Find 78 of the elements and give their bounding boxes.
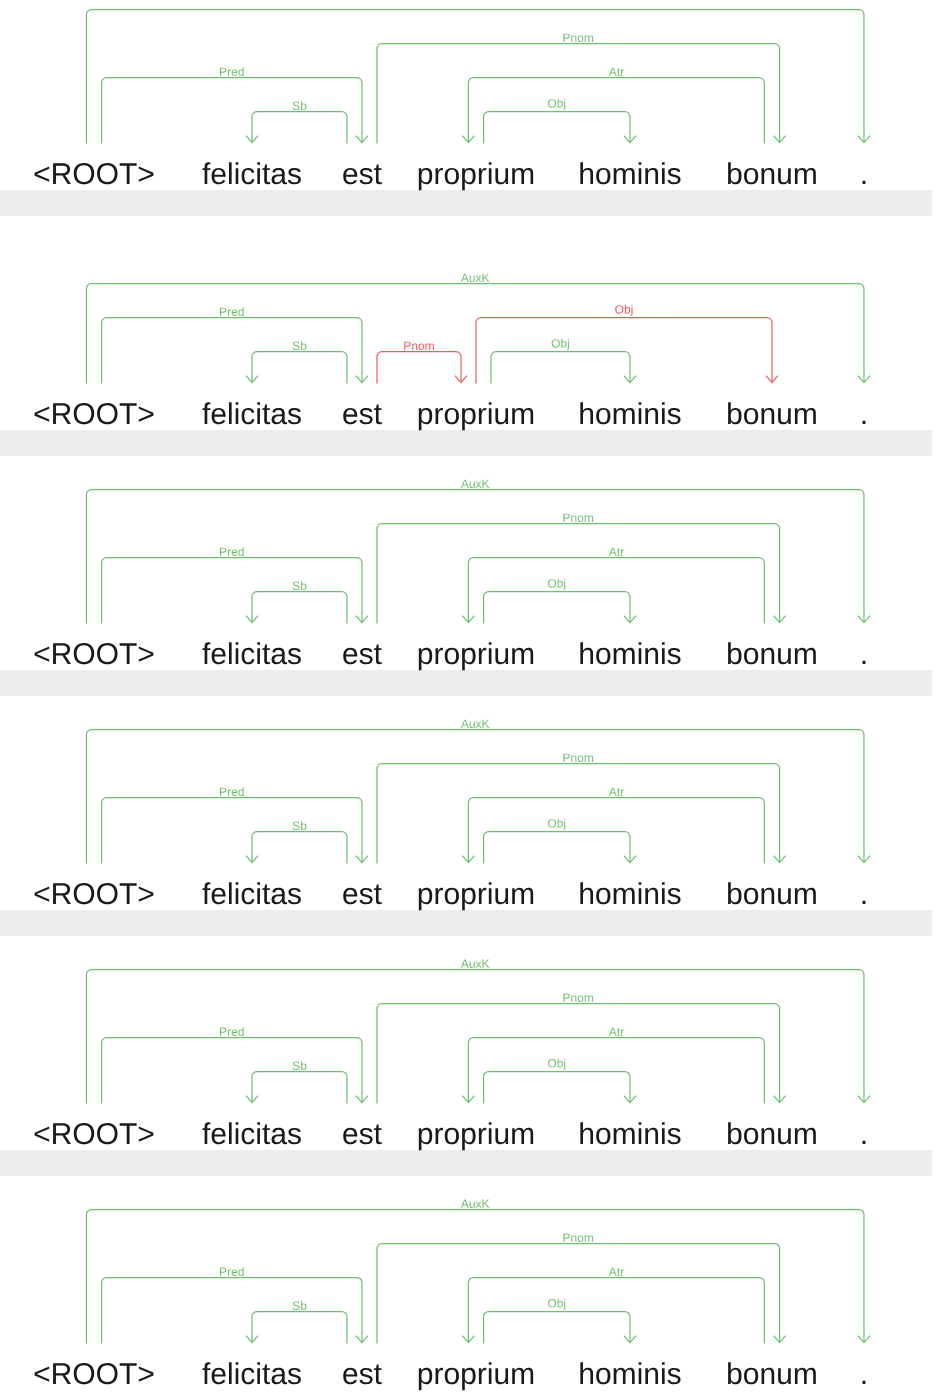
dependency-arrow bbox=[461, 77, 765, 145]
word: <ROOT> bbox=[34, 1363, 154, 1385]
dependency-arrow bbox=[376, 523, 787, 625]
word: hominis bbox=[580, 162, 681, 185]
word: proprium bbox=[418, 882, 534, 911]
dependency-arrow bbox=[475, 317, 779, 385]
word: . bbox=[862, 1380, 866, 1384]
dependency-arrow bbox=[101, 1037, 369, 1105]
word: . bbox=[862, 180, 866, 184]
word: <ROOT> bbox=[34, 163, 154, 185]
dependency-arrow bbox=[85, 969, 871, 1105]
dependency-arrow bbox=[245, 831, 348, 865]
dependency-arrow bbox=[85, 9, 871, 145]
word: felicitas bbox=[202, 1362, 301, 1385]
word: felicitas bbox=[202, 162, 301, 185]
dependency-arrow bbox=[85, 729, 871, 865]
dependency-arrow bbox=[101, 317, 369, 385]
word: est bbox=[343, 1364, 382, 1385]
dependency-arrow bbox=[245, 111, 348, 145]
word: proprium bbox=[418, 642, 534, 671]
word: proprium bbox=[418, 402, 534, 431]
word: . bbox=[862, 900, 866, 904]
dependency-arrow bbox=[85, 1209, 871, 1345]
word: bonum bbox=[728, 642, 816, 665]
dependency-arrow bbox=[461, 1277, 765, 1345]
word: felicitas bbox=[202, 1122, 301, 1145]
dependency-arrow bbox=[461, 557, 765, 625]
word: . bbox=[862, 660, 866, 664]
word: est bbox=[343, 644, 382, 665]
word: bonum bbox=[728, 1122, 816, 1145]
word: . bbox=[862, 1140, 866, 1144]
word: . bbox=[862, 420, 866, 424]
word: hominis bbox=[580, 642, 681, 665]
word: bonum bbox=[728, 402, 816, 425]
word: <ROOT> bbox=[34, 883, 154, 905]
dependency-arrow bbox=[461, 1037, 765, 1105]
word: <ROOT> bbox=[34, 643, 154, 665]
word: est bbox=[343, 884, 382, 905]
dependency-arrow bbox=[101, 1277, 369, 1345]
word: felicitas bbox=[202, 882, 301, 905]
word: proprium bbox=[418, 1122, 534, 1151]
word: felicitas bbox=[202, 642, 301, 665]
dependency-arrow bbox=[101, 797, 369, 865]
dependency-arrow bbox=[483, 111, 637, 145]
word: hominis bbox=[580, 1122, 681, 1145]
dependency-arrow bbox=[245, 591, 348, 625]
dependency-arrow bbox=[245, 1311, 348, 1345]
word: bonum bbox=[728, 1362, 816, 1385]
dependency-arrow bbox=[85, 283, 871, 385]
word: hominis bbox=[580, 882, 681, 905]
dependency-arrow bbox=[101, 557, 369, 625]
word: bonum bbox=[728, 882, 816, 905]
dependency-arrow bbox=[245, 1071, 348, 1105]
dependency-arrow bbox=[376, 763, 787, 865]
dependency-arrow bbox=[376, 43, 787, 145]
word: hominis bbox=[580, 1362, 681, 1385]
dependency-arrow bbox=[483, 591, 637, 625]
dependency-arrow bbox=[461, 797, 765, 865]
dependency-arrow bbox=[483, 831, 637, 865]
word: bonum bbox=[728, 162, 816, 185]
dependency-arrow bbox=[245, 351, 348, 385]
dependency-arrow bbox=[490, 351, 637, 385]
word: proprium bbox=[418, 1362, 534, 1391]
dependency-arrow bbox=[483, 1311, 637, 1345]
dependency-arrow bbox=[101, 77, 369, 145]
word: est bbox=[343, 1124, 382, 1145]
dependency-arrow bbox=[85, 489, 871, 625]
word: <ROOT> bbox=[34, 403, 154, 425]
word: felicitas bbox=[202, 402, 301, 425]
dependency-arrow bbox=[376, 1003, 787, 1105]
word: <ROOT> bbox=[34, 1123, 154, 1145]
dependency-arrow bbox=[483, 1071, 637, 1105]
word: proprium bbox=[418, 162, 534, 191]
word: est bbox=[343, 404, 382, 425]
word: hominis bbox=[580, 402, 681, 425]
word: est bbox=[343, 164, 382, 185]
dependency-arrow bbox=[376, 351, 468, 385]
dependency-arrow bbox=[376, 1243, 787, 1345]
